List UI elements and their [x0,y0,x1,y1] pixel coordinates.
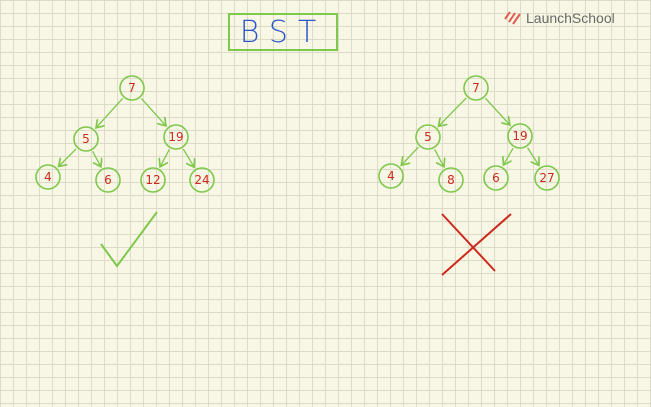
tree-node-label: 6 [492,171,500,185]
tree-edge [92,151,101,166]
tree-node-circle [73,126,99,152]
tree-node-label: 6 [104,173,112,187]
tree-node-circle [35,164,61,190]
tree-node-label: 8 [447,173,455,187]
check-mark-icon [100,211,158,268]
tree-node-label: 12 [145,173,160,187]
tree-node-circle [463,75,489,101]
diagram-title: BST [239,14,327,50]
tree-node-circle [189,167,215,193]
tree-node-circle [438,167,464,193]
tree-edge [182,148,194,167]
tree-edge [140,97,166,125]
tree-node-label: 4 [387,169,395,183]
tree-node-label: 24 [194,173,209,187]
tree-node-label: 19 [512,129,527,143]
tree-node-circle [534,165,560,191]
tree-node-circle [140,167,166,193]
tree-node-circle [507,123,533,149]
tree-node-label: 27 [539,171,554,185]
tree-node-label: 5 [82,132,90,146]
tree-edge [438,97,467,126]
tree-edge [434,149,444,166]
brand-logo: LaunchSchool [504,9,615,27]
tree-node-circle [483,165,509,191]
tree-node-label: 19 [168,130,183,144]
brand-name: LaunchSchool [526,10,615,26]
launchschool-stripes-icon [504,11,521,25]
tree-node-circle [415,124,441,150]
tree-valid: 7 5 19 4 6 12 24 [35,75,215,193]
tree-node-circle [378,163,404,189]
tree-edge [401,146,419,165]
tree-node-label: 5 [424,130,432,144]
tree-edge [160,149,170,166]
tree-edge [96,97,124,127]
tree-node-label: 4 [44,170,52,184]
tree-node-circle [95,167,121,193]
tree-node-label: 7 [472,81,480,95]
cross-mark-icon [441,213,512,276]
tree-edge [484,97,509,125]
tree-node-label: 7 [128,81,136,95]
tree-edge [503,147,514,165]
tree-node-circle [119,75,145,101]
tree-edge [59,148,77,166]
tree-invalid: 7 5 19 4 8 6 27 [378,75,560,193]
tree-node-circle [163,124,189,150]
tree-edge [527,147,539,166]
title-box: BST [228,13,338,51]
